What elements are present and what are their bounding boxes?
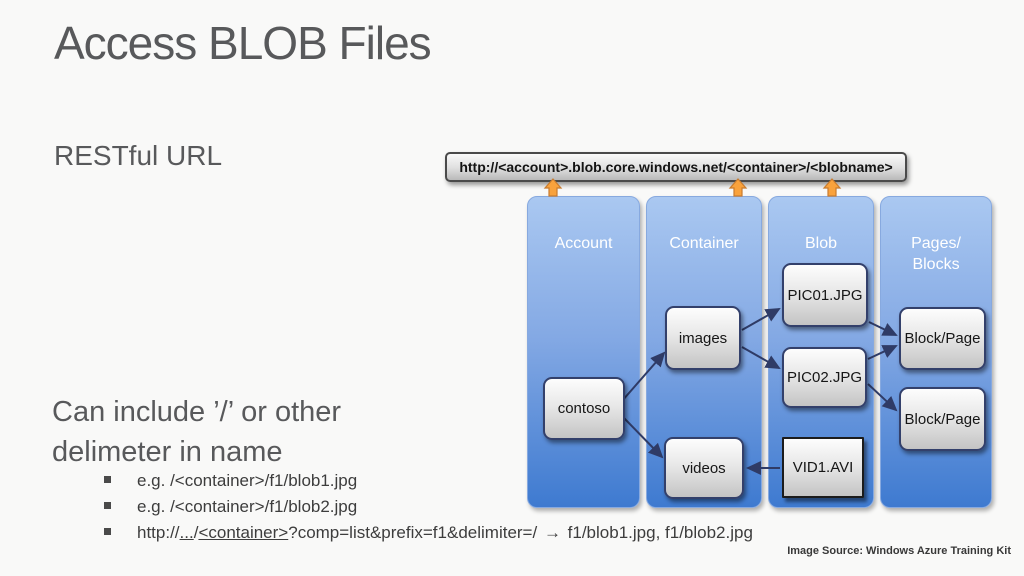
statement-heading: Can include ’/’ or other delimeter in na…: [52, 392, 341, 472]
bullet3-prefix: http://: [137, 523, 180, 542]
statement-line1: Can include ’/’ or other: [52, 396, 342, 428]
column-blob-label: Blob: [804, 235, 838, 252]
bullet-square-icon: [104, 528, 111, 535]
bullet-list: e.g. /<container>/f1/blob1.jpg e.g. /<co…: [104, 471, 753, 549]
column-account: Account: [527, 196, 640, 508]
bullet-square-icon: [104, 476, 111, 483]
bullet3-slash: /: [193, 523, 199, 542]
node-pic02-jpg: PIC02.JPG: [782, 347, 867, 408]
bullet-item-1: e.g. /<container>/f1/blob1.jpg: [104, 471, 753, 497]
bullet3-ellipsis: ...: [179, 523, 194, 542]
url-bar: http://<account>.blob.core.windows.net/<…: [445, 152, 907, 182]
section-heading: RESTful URL: [54, 140, 223, 171]
node-images: images: [665, 306, 741, 370]
node-block-page-1: Block/Page: [899, 307, 986, 370]
column-pages-blocks-label: Pages/ Blocks: [911, 235, 961, 273]
bullet3-result: f1/blob1.jpg, f1/blob2.jpg: [562, 523, 753, 542]
url-segment-before: http://<account>.: [459, 159, 573, 175]
url-segment-after: .core.windows.net/<container>/<blobname>: [601, 159, 893, 175]
statement-line2: delimeter in name: [52, 436, 283, 468]
node-videos: videos: [664, 437, 744, 499]
bullet3-query: ?comp=list&prefix=f1&delimiter=/: [288, 523, 542, 542]
column-container-label: Container: [669, 235, 739, 252]
column-account-label: Account: [554, 235, 613, 252]
bullet-item-2: e.g. /<container>/f1/blob2.jpg: [104, 497, 753, 523]
node-block-page-2: Block/Page: [899, 387, 986, 451]
right-arrow-icon: →: [543, 523, 561, 542]
image-source-credit: Image Source: Windows Azure Training Kit: [787, 545, 1011, 557]
bullet-square-icon: [104, 502, 111, 509]
url-segment-bold: blob: [572, 159, 602, 175]
node-contoso: contoso: [543, 377, 625, 440]
node-vid1-avi: VID1.AVI: [782, 437, 864, 498]
bullet-item-2-text: e.g. /<container>/f1/blob2.jpg: [137, 497, 358, 516]
node-pic01-jpg: PIC01.JPG: [782, 263, 868, 327]
page-title: Access BLOB Files: [54, 17, 432, 69]
bullet-item-1-text: e.g. /<container>/f1/blob1.jpg: [137, 471, 358, 490]
bullet3-container: <container>: [198, 523, 289, 542]
bullet-item-3-text: http://.../<container>?comp=list&prefix=…: [137, 523, 753, 543]
bullet-item-3: http://.../<container>?comp=list&prefix=…: [104, 523, 753, 549]
